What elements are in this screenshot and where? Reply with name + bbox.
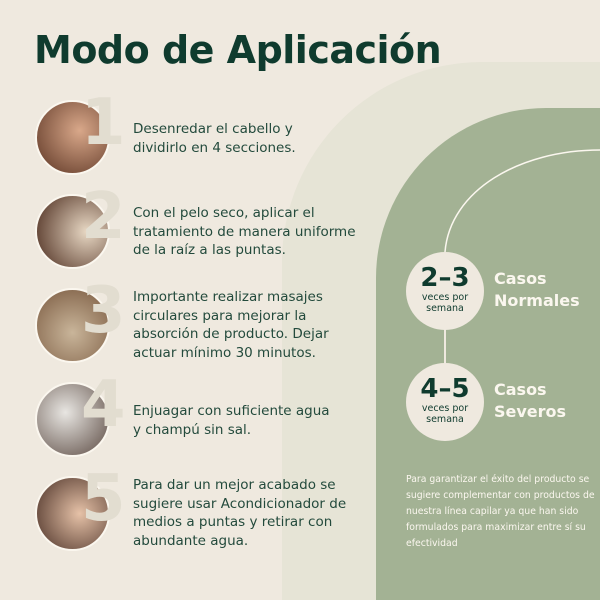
conditioner-photo <box>35 476 110 551</box>
frequency-range: 4–5 <box>420 374 470 404</box>
step-text: Para dar un mejor acabado se sugiere usa… <box>133 477 347 549</box>
green-arch-panel <box>376 108 600 600</box>
shampoo-photo <box>35 382 110 457</box>
frequency-badge-normal: 2–3 veces por semana <box>406 252 484 330</box>
frequency-badge-severe: 4–5 veces por semana <box>406 363 484 441</box>
frequency-unit: veces por semana <box>421 292 469 314</box>
step-1: 1 Desenredar el cabello y dividirlo en 4… <box>35 86 395 180</box>
step-number: 5 <box>81 462 126 536</box>
step-number: 3 <box>81 274 126 348</box>
case-label-severe: Casos Severos <box>494 380 567 421</box>
step-4: 4 Enjuagar con suficiente agua y champú … <box>35 368 395 462</box>
case-label-normal: Casos Normales <box>494 269 580 310</box>
step-number: 2 <box>81 180 126 254</box>
step-number: 1 <box>81 86 126 160</box>
step-2: 2 Con el pelo seco, aplicar el tratamien… <box>35 180 395 274</box>
step-text: Importante realizar masajes circulares p… <box>133 289 329 361</box>
recommendation-note: Para garantizar el éxito del producto se… <box>406 474 595 549</box>
step-3: 3 Importante realizar masajes circulares… <box>35 274 395 368</box>
step-text: Enjuagar con suficiente agua y champú si… <box>133 403 330 438</box>
step-5: 5 Para dar un mejor acabado se sugiere u… <box>35 462 395 556</box>
scalp-massage-photo <box>35 288 110 363</box>
step-number: 4 <box>81 368 126 442</box>
page-title: Modo de Aplicación <box>34 28 442 72</box>
comb-hair-photo <box>35 100 110 175</box>
frequency-range: 2–3 <box>420 263 470 293</box>
step-text: Con el pelo seco, aplicar el tratamiento… <box>133 205 356 258</box>
connector-line <box>444 329 446 369</box>
step-text: Desenredar el cabello y dividirlo en 4 s… <box>133 121 296 156</box>
frequency-unit: veces por semana <box>421 403 469 425</box>
dry-hair-photo <box>35 194 110 269</box>
